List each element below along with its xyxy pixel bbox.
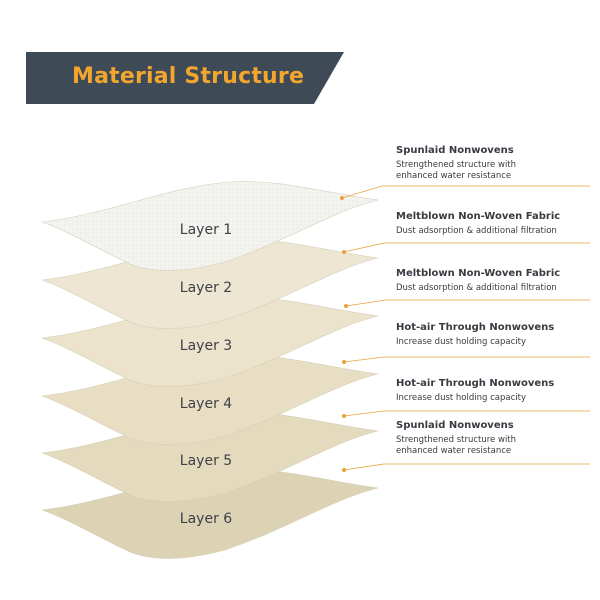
leader-dot-4 bbox=[342, 360, 346, 364]
layer-label-5: Layer 5 bbox=[179, 453, 233, 469]
leader-line-5 bbox=[343, 410, 590, 417]
annotation-layer-5: Hot-air Through Nonwovens Increase dust … bbox=[396, 377, 596, 404]
leader-dot-5 bbox=[342, 414, 346, 418]
annotation-description: Dust adsorption & additional filtration bbox=[396, 283, 557, 293]
layer-label-3: Layer 3 bbox=[179, 338, 233, 354]
page-title: Material Structure bbox=[72, 64, 305, 89]
leader-line-6 bbox=[343, 463, 590, 471]
layer-label-2: Layer 2 bbox=[179, 280, 233, 296]
leader-dot-1 bbox=[340, 196, 344, 200]
annotation-title: Meltblown Non-Woven Fabric bbox=[396, 211, 561, 222]
leader-line-1 bbox=[341, 185, 590, 199]
leader-dot-6 bbox=[342, 468, 346, 472]
leader-dot-3 bbox=[344, 304, 348, 308]
annotation-title: Spunlaid Nonwovens bbox=[396, 145, 514, 156]
annotation-description: Strengthened structure with enhanced wat… bbox=[396, 160, 517, 181]
layer-label-6: Layer 6 bbox=[179, 511, 233, 527]
annotation-layer-3: Meltblown Non-Woven Fabric Dust adsorpti… bbox=[396, 267, 596, 294]
fabric-texture bbox=[42, 181, 378, 271]
leader-dot-2 bbox=[342, 250, 346, 254]
leader-line-3 bbox=[345, 299, 590, 307]
layer-label-1: Layer 1 bbox=[179, 222, 233, 238]
annotation-description: Dust adsorption & additional filtration bbox=[396, 226, 557, 236]
annotation-layer-6: Spunlaid Nonwovens Strengthened structur… bbox=[396, 419, 596, 457]
annotation-description: Increase dust holding capacity bbox=[396, 337, 526, 347]
leader-lines bbox=[340, 185, 590, 472]
layer-label-4: Layer 4 bbox=[179, 396, 233, 412]
title-banner bbox=[26, 52, 344, 104]
leader-line-4 bbox=[343, 356, 590, 363]
layer-stack bbox=[41, 181, 379, 559]
annotation-description: Strengthened structure with enhanced wat… bbox=[396, 435, 517, 456]
annotation-title: Hot-air Through Nonwovens bbox=[396, 322, 555, 333]
annotation-description: Increase dust holding capacity bbox=[396, 393, 526, 403]
annotation-layer-2: Meltblown Non-Woven Fabric Dust adsorpti… bbox=[396, 210, 596, 237]
annotation-title: Hot-air Through Nonwovens bbox=[396, 378, 555, 389]
leader-line-2 bbox=[343, 242, 590, 253]
annotation-title: Meltblown Non-Woven Fabric bbox=[396, 268, 561, 279]
annotation-layer-4: Hot-air Through Nonwovens Increase dust … bbox=[396, 321, 596, 348]
annotation-layer-1: Spunlaid Nonwovens Strengthened structur… bbox=[396, 144, 596, 182]
annotation-title: Spunlaid Nonwovens bbox=[396, 420, 514, 431]
